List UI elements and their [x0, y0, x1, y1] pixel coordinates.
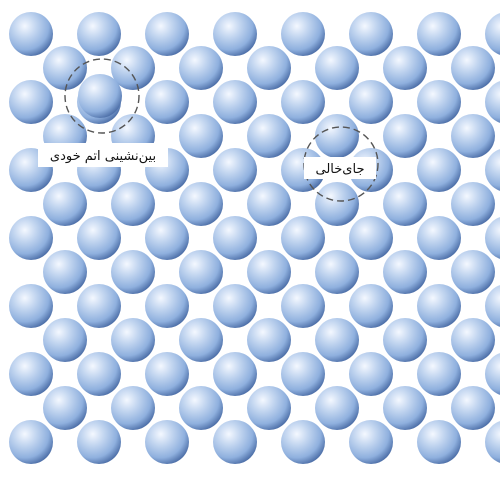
atom — [213, 420, 257, 464]
atom — [111, 182, 155, 226]
atom — [383, 318, 427, 362]
atom — [9, 80, 53, 124]
atom — [77, 420, 121, 464]
atom — [383, 46, 427, 90]
atom — [485, 216, 500, 260]
atom — [77, 216, 121, 260]
atom — [247, 250, 291, 294]
atom — [213, 216, 257, 260]
atom — [315, 114, 359, 158]
atom — [43, 182, 87, 226]
atom — [315, 250, 359, 294]
atom — [213, 148, 257, 192]
atom — [417, 12, 461, 56]
atom — [451, 114, 495, 158]
atom — [281, 80, 325, 124]
atom — [145, 284, 189, 328]
atom — [247, 46, 291, 90]
atom — [179, 114, 223, 158]
atom — [247, 182, 291, 226]
atom — [77, 12, 121, 56]
atom — [179, 386, 223, 430]
atom — [213, 284, 257, 328]
atom — [77, 284, 121, 328]
atom — [485, 80, 500, 124]
atom — [315, 318, 359, 362]
atom — [417, 80, 461, 124]
atom — [485, 284, 500, 328]
atom — [451, 46, 495, 90]
atom — [145, 80, 189, 124]
interstitial-label: بین‌نشینی اتم خودی — [50, 149, 156, 164]
atom — [485, 12, 500, 56]
atom — [315, 182, 359, 226]
atom — [43, 46, 87, 90]
atom — [349, 284, 393, 328]
atom — [213, 12, 257, 56]
atom — [9, 216, 53, 260]
atom — [451, 386, 495, 430]
atom — [77, 352, 121, 396]
atom — [349, 80, 393, 124]
atom — [485, 148, 500, 192]
atom — [383, 250, 427, 294]
atom — [383, 114, 427, 158]
atom — [451, 318, 495, 362]
atom — [349, 420, 393, 464]
atom — [145, 12, 189, 56]
atom — [43, 318, 87, 362]
atom — [179, 250, 223, 294]
atom — [485, 352, 500, 396]
atom — [111, 386, 155, 430]
atom — [451, 250, 495, 294]
atom — [145, 420, 189, 464]
atom — [485, 420, 500, 464]
atom — [179, 46, 223, 90]
atom — [281, 420, 325, 464]
atom — [247, 386, 291, 430]
atom — [9, 284, 53, 328]
atom — [281, 12, 325, 56]
atom — [43, 250, 87, 294]
atom — [213, 80, 257, 124]
atom — [417, 420, 461, 464]
atom — [349, 352, 393, 396]
atom — [281, 216, 325, 260]
atoms-layer — [9, 12, 500, 464]
atom — [213, 352, 257, 396]
atom — [451, 182, 495, 226]
atom — [315, 386, 359, 430]
vacancy-label: جای‌خالی — [316, 162, 365, 177]
atom — [247, 114, 291, 158]
atom — [417, 148, 461, 192]
atom — [281, 352, 325, 396]
atom — [179, 182, 223, 226]
atom — [281, 284, 325, 328]
atom — [417, 216, 461, 260]
atom — [145, 216, 189, 260]
atom — [111, 250, 155, 294]
atom — [349, 12, 393, 56]
atom — [247, 318, 291, 362]
atom — [9, 420, 53, 464]
atom — [315, 46, 359, 90]
atom — [9, 352, 53, 396]
atom — [383, 182, 427, 226]
atom — [9, 12, 53, 56]
atom — [179, 318, 223, 362]
atom — [43, 386, 87, 430]
atom — [145, 352, 189, 396]
atom — [383, 386, 427, 430]
atom — [417, 284, 461, 328]
atom — [417, 352, 461, 396]
interstitial-atom — [78, 74, 122, 118]
atom — [111, 318, 155, 362]
atom — [349, 216, 393, 260]
